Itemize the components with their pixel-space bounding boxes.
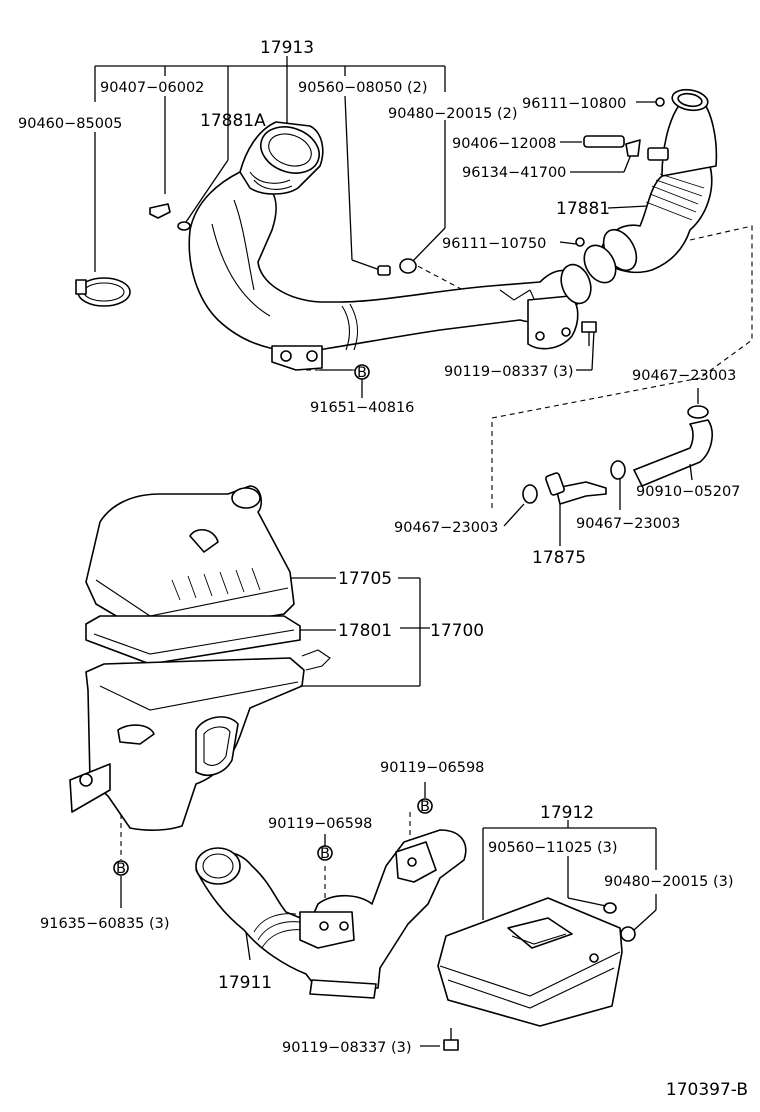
label-17911: 17911 — [218, 973, 272, 993]
label-90480a: 90480−20015 (2) — [388, 106, 518, 122]
label-96111a: 96111−10800 — [522, 96, 626, 112]
marker-b-4: B — [113, 860, 129, 877]
label-90460: 90460−85005 — [18, 116, 122, 132]
label-90119a: 90119−08337 (3) — [444, 364, 574, 380]
clamp-90460 — [75, 277, 131, 307]
label-90406: 90406−12008 — [452, 136, 556, 152]
label-90560b: 90560−11025 (3) — [488, 840, 618, 856]
label-91635: 91635−60835 (3) — [40, 916, 170, 932]
bracket-17912 — [482, 820, 657, 931]
label-90910: 90910−05207 — [636, 484, 740, 500]
label-17875: 17875 — [532, 548, 586, 568]
bracket-17700 — [290, 577, 430, 687]
leaders-top — [94, 66, 656, 398]
part-labels: 17913 90407−06002 90560−08050 (2) 90480−… — [18, 38, 748, 1100]
bolt-90119-top — [581, 321, 597, 346]
leaders-hoses — [503, 388, 699, 527]
marker-b-4-label: B — [116, 861, 126, 877]
label-96111b: 96111−10750 — [442, 236, 546, 252]
label-90467b: 90467−23003 — [394, 520, 498, 536]
label-90480b: 90480−20015 (3) — [604, 874, 734, 890]
label-91651: 91651−40816 — [310, 400, 414, 416]
label-17700: 17700 — [430, 621, 484, 641]
label-90119c: 90119−06598 — [268, 816, 372, 832]
label-90560a: 90560−08050 (2) — [298, 80, 428, 96]
air-cleaner-17700 — [69, 485, 331, 831]
resonator-17912 — [437, 897, 636, 1027]
bolt-90119-bottom — [443, 1028, 459, 1051]
label-90467c: 90467−23003 — [576, 516, 680, 532]
marker-b-1-label: B — [357, 365, 367, 381]
boot-17913 — [239, 121, 324, 195]
label-17881: 17881 — [556, 199, 610, 219]
marker-b-3-label: B — [320, 846, 330, 862]
marker-b-2: B — [417, 798, 433, 815]
label-17881a: 17881A — [200, 111, 266, 131]
caps-top — [377, 258, 417, 276]
bracket-pipe — [271, 345, 323, 371]
label-17912: 17912 — [540, 803, 594, 823]
marker-b-2-label: B — [420, 799, 430, 815]
clips-upper-right — [575, 135, 669, 247]
label-90119d: 90119−08337 (3) — [282, 1040, 412, 1056]
label-90119b: 90119−06598 — [380, 760, 484, 776]
label-17913: 17913 — [260, 38, 314, 58]
small-clips-top — [149, 203, 191, 231]
joint-17875 — [522, 472, 607, 546]
duct-17911 — [195, 829, 467, 999]
bracket-17913 — [94, 56, 446, 110]
label-90467a: 90467−23003 — [632, 368, 736, 384]
marker-b-3: B — [317, 845, 333, 862]
label-17801: 17801 — [338, 621, 392, 641]
diagram-reference: 170397-B — [666, 1080, 748, 1100]
hose-17881 — [583, 88, 718, 284]
marker-b-1: B — [354, 364, 370, 381]
flange-17881 — [527, 263, 592, 350]
intake-pipe-17881a — [188, 171, 581, 353]
label-96134: 96134−41700 — [462, 165, 566, 181]
label-90407: 90407−06002 — [100, 80, 204, 96]
hose-90910 — [610, 405, 713, 487]
label-17705: 17705 — [338, 569, 392, 589]
